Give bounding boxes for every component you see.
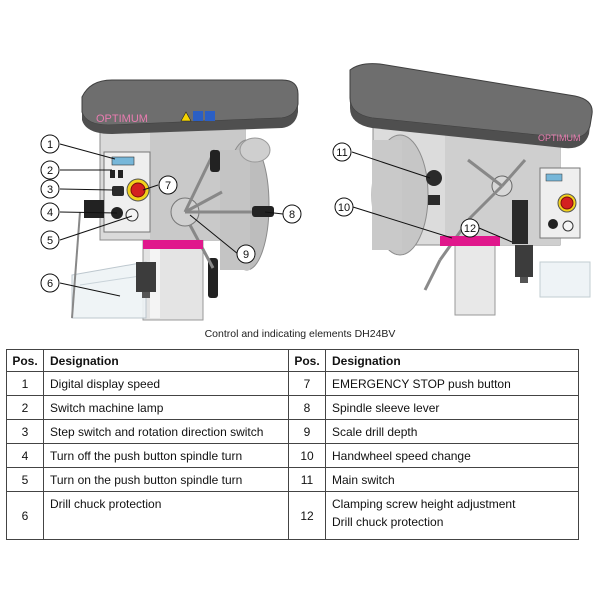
designation-cell: Digital display speed: [43, 371, 289, 396]
pos-cell: 3: [6, 419, 44, 444]
callout-2: 2: [47, 165, 53, 177]
callout-3: 3: [47, 184, 53, 196]
designation-line: Drill chuck protection: [332, 515, 444, 529]
callout-1: 1: [47, 139, 53, 151]
callout-11: 11: [336, 147, 347, 159]
table-row: 2 Switch machine lamp 8 Spindle sleeve l…: [6, 395, 579, 420]
sleeve-lever-grip: [252, 206, 274, 217]
drill-press-front-view: OPTIMUM: [71, 79, 299, 321]
pos-cell: 10: [288, 443, 326, 468]
designation-cell: Drill chuck protection: [43, 491, 289, 540]
pos-cell: 7: [288, 371, 326, 396]
designation-cell: Clamping screw height adjustment Drill c…: [325, 491, 579, 540]
spindle-on-button: [125, 208, 139, 222]
emergency-stop-button: [130, 182, 146, 198]
legend-table: Pos. Designation Pos. Designation 1 Digi…: [6, 349, 579, 540]
table-row: 4 Turn off the push button spindle turn …: [6, 443, 579, 468]
spindle-collar: [143, 240, 203, 249]
pos-cell: 11: [288, 467, 326, 492]
callout-6: 6: [47, 278, 53, 290]
callout-lines: [59, 143, 513, 297]
pos-cell: 12: [288, 491, 326, 540]
speed-display: [111, 156, 135, 166]
designation-cell: Turn off the push button spindle turn: [43, 443, 289, 468]
header-designation-left: Designation: [43, 349, 289, 372]
callout-10: 10: [338, 202, 350, 214]
table-row: 1 Digital display speed 7 EMERGENCY STOP…: [6, 371, 579, 396]
header-pos-left: Pos.: [6, 349, 44, 372]
designation-cell: Switch machine lamp: [43, 395, 289, 420]
table-row: 5 Turn on the push button spindle turn 1…: [6, 467, 579, 492]
table-row: 3 Step switch and rotation direction swi…: [6, 419, 579, 444]
pos-cell: 2: [6, 395, 44, 420]
pos-cell: 4: [6, 443, 44, 468]
callout-markers: [40, 134, 480, 293]
callout-9: 9: [243, 249, 249, 261]
designation-cell: EMERGENCY STOP push button: [325, 371, 579, 396]
step-switch: [112, 186, 124, 196]
pos-cell: 1: [6, 371, 44, 396]
designation-cell: Step switch and rotation direction switc…: [43, 419, 289, 444]
designation-cell: Handwheel speed change: [325, 443, 579, 468]
table-row: 6 Drill chuck protection 12 Clamping scr…: [6, 491, 579, 540]
chuck-guard: [71, 261, 147, 319]
brand-logo-right: OPTIMUM: [538, 133, 581, 143]
header-pos-right: Pos.: [288, 349, 326, 372]
speed-change-handwheel: [423, 158, 527, 291]
table-header-row: Pos. Designation Pos. Designation: [6, 349, 579, 372]
callout-12: 12: [464, 223, 476, 235]
pos-cell: 9: [288, 419, 326, 444]
designation-cell: Spindle sleeve lever: [325, 395, 579, 420]
figure-caption: Control and indicating elements DH24BV: [204, 328, 396, 340]
pos-cell: 6: [6, 491, 44, 540]
brand-logo-left: OPTIMUM: [96, 113, 148, 125]
main-switch: [426, 170, 442, 186]
header-designation-right: Designation: [325, 349, 579, 372]
designation-cell: Scale drill depth: [325, 419, 579, 444]
machine-illustration: OPTIMUM: [40, 63, 593, 321]
callout-8: 8: [289, 209, 295, 221]
warning-stickers: [180, 111, 215, 122]
designation-cell: Main switch: [325, 467, 579, 492]
designation-line: Clamping screw height adjustment: [332, 497, 516, 511]
callout-5: 5: [47, 235, 53, 247]
callout-4: 4: [47, 207, 53, 219]
callout-7: 7: [165, 180, 171, 192]
pos-cell: 8: [288, 395, 326, 420]
clamping-screw: [512, 200, 528, 244]
pos-cell: 5: [6, 467, 44, 492]
designation-cell: Turn on the push button spindle turn: [43, 467, 289, 492]
drill-press-side-view: OPTIMUM: [349, 63, 593, 316]
drill-chuck: [136, 262, 156, 292]
